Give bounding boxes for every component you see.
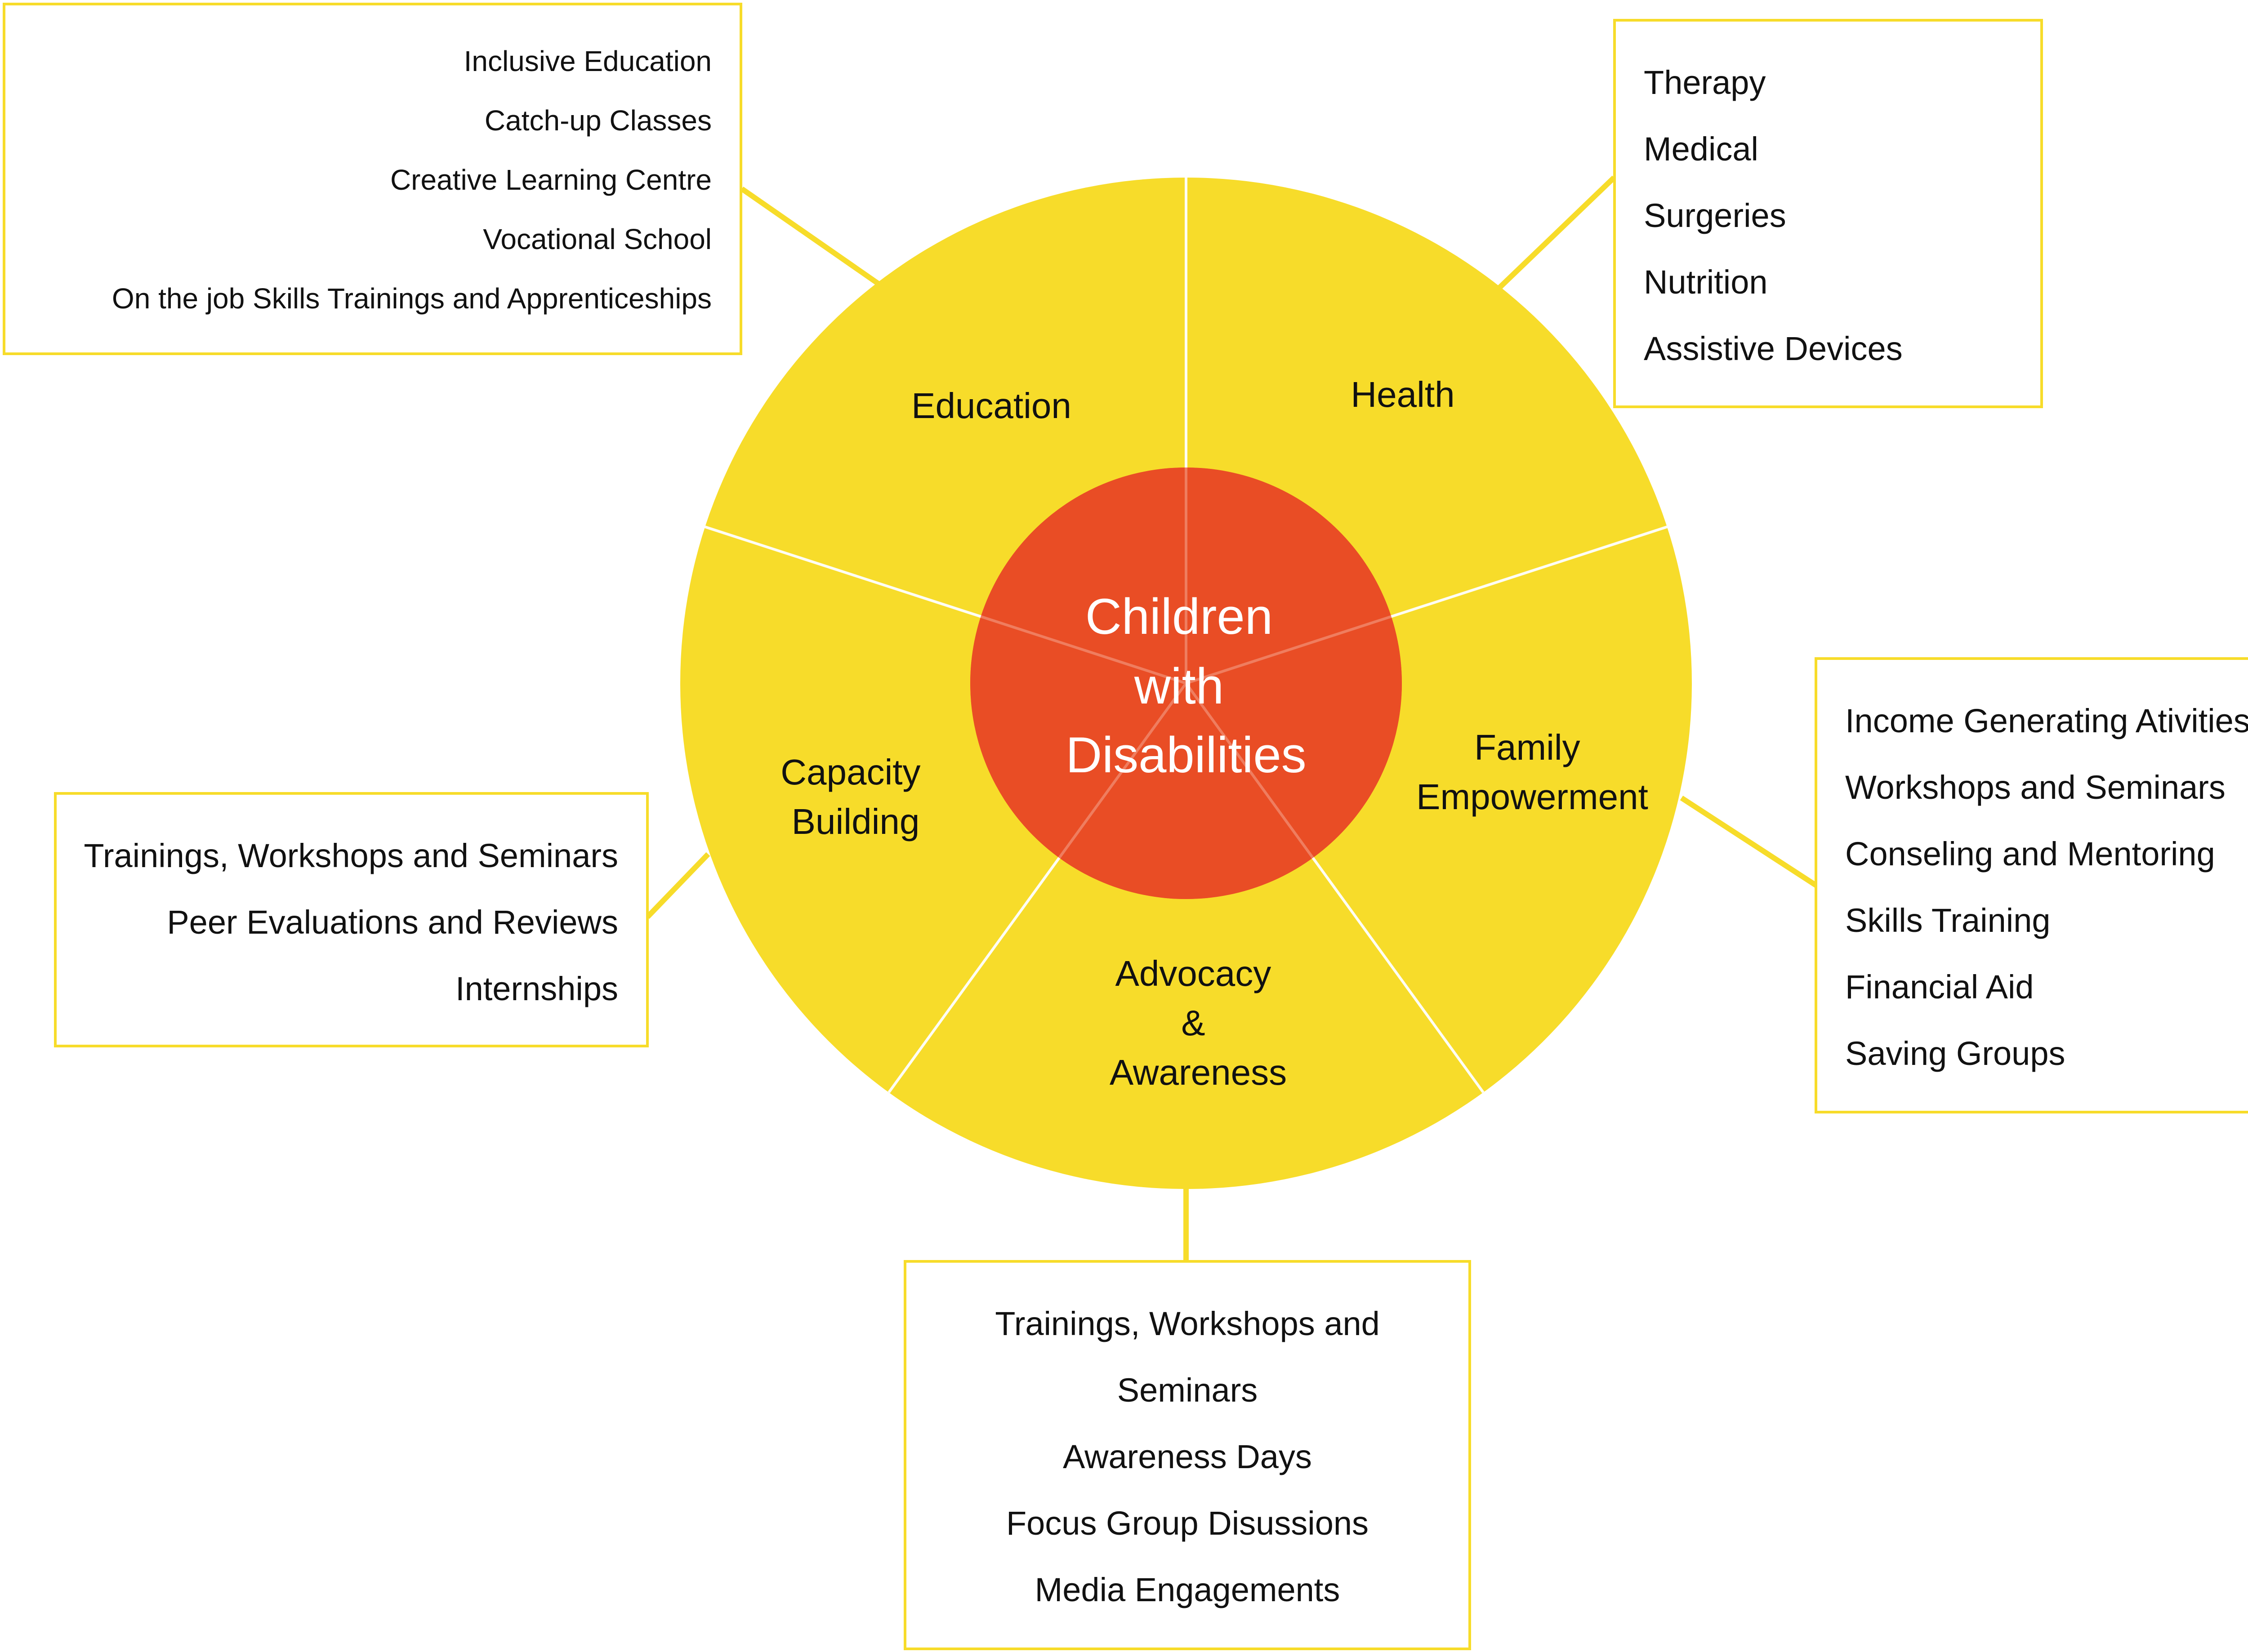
segment-label-line: Family <box>1474 727 1580 767</box>
list-item: Therapy <box>1644 64 1766 101</box>
segment-label-education: Education <box>911 386 1071 426</box>
list-item: Assistive Devices <box>1644 330 1903 367</box>
list-item: Peer Evaluations and Reviews <box>167 904 618 941</box>
list-item: Nutrition <box>1644 263 1768 301</box>
health-list: Therapy Medical Surgeries Nutrition Assi… <box>1616 22 2040 382</box>
segment-label-family: Family Empowerment <box>1416 727 1648 817</box>
list-item: Trainings, Workshops and Seminars <box>84 837 618 874</box>
list-item: Vocational School <box>483 223 712 255</box>
center-label-line: Disabilities <box>1066 727 1306 783</box>
list-item: Inclusive Education <box>464 45 712 77</box>
family-empowerment-box: Income Generating Ativities Workshops an… <box>1815 657 2248 1113</box>
segment-label-line: Education <box>911 386 1071 426</box>
segment-label-line: Health <box>1351 374 1454 414</box>
connector-education <box>740 187 881 286</box>
list-item: Saving Groups <box>1845 1035 2065 1072</box>
list-item: Internships <box>455 970 618 1007</box>
connector-lines <box>645 175 1818 1261</box>
segment-label-health: Health <box>1351 374 1454 414</box>
list-item: Creative Learning Centre <box>390 164 712 196</box>
capacity-building-box: Trainings, Workshops and Seminars Peer E… <box>54 792 649 1047</box>
list-item: Awareness Days <box>1063 1438 1312 1475</box>
list-item: Income Generating Ativities <box>1845 702 2248 739</box>
segment-label-line: Capacity <box>781 752 920 792</box>
segment-label-line: & <box>1181 1003 1205 1043</box>
list-item: On the job Skills Trainings and Apprenti… <box>112 282 712 315</box>
connector-family <box>1680 795 1818 888</box>
list-item: Workshops and Seminars <box>1845 769 2226 806</box>
education-list: Inclusive Education Catch-up Classes Cre… <box>5 5 740 328</box>
segment-label-advocacy: Advocacy & Awareness <box>1110 953 1287 1092</box>
segment-label-line: Advocacy <box>1115 953 1271 993</box>
segment-label-line: Empowerment <box>1416 777 1648 817</box>
advocacy-awareness-box: Trainings, Workshops and Seminars Awaren… <box>904 1260 1471 1650</box>
list-item: Trainings, Workshops and <box>995 1305 1380 1342</box>
education-box: Inclusive Education Catch-up Classes Cre… <box>3 3 742 355</box>
list-item: Medical <box>1644 130 1758 168</box>
center-label: Children with Disabilities <box>1066 588 1306 783</box>
segment-label-capacity: Capacity Building <box>781 752 930 842</box>
center-overlay <box>970 468 1402 899</box>
segment-label-line: Building <box>792 802 920 842</box>
list-item: Conseling and Mentoring <box>1845 835 2215 873</box>
list-item: Catch-up Classes <box>484 104 712 137</box>
list-item: Focus Group Disussions <box>1006 1505 1369 1542</box>
center-label-line: Children <box>1085 588 1273 645</box>
list-item: Media Engagements <box>1035 1571 1340 1608</box>
connector-capacity <box>645 852 710 919</box>
center-label-line: with <box>1134 658 1224 714</box>
list-item: Surgeries <box>1644 197 1786 234</box>
family-list: Income Generating Ativities Workshops an… <box>1817 660 2248 1087</box>
list-item: Financial Aid <box>1845 968 2034 1006</box>
segment-label-line: Awareness <box>1110 1052 1287 1092</box>
capacity-list: Trainings, Workshops and Seminars Peer E… <box>57 795 646 1022</box>
health-box: Therapy Medical Surgeries Nutrition Assi… <box>1613 19 2043 408</box>
advocacy-list: Trainings, Workshops and Seminars Awaren… <box>906 1263 1468 1623</box>
list-item: Seminars <box>1117 1371 1258 1409</box>
list-item: Skills Training <box>1845 902 2051 939</box>
connector-health <box>1497 175 1616 290</box>
